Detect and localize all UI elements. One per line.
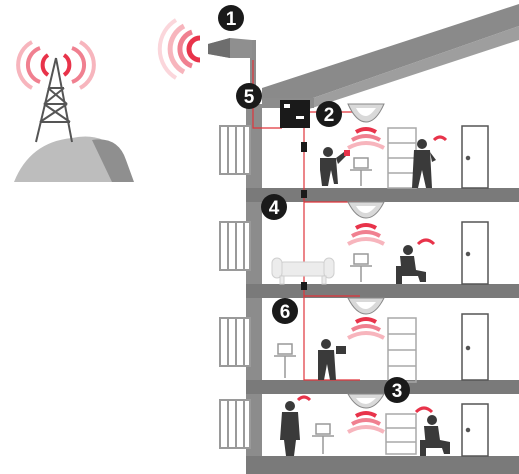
- marker-1: 1: [218, 5, 244, 31]
- window-icon: [219, 125, 251, 175]
- laptop-icon: [350, 157, 372, 186]
- bookshelf-icon: [387, 317, 417, 383]
- indoor-antenna-icon: [347, 297, 385, 340]
- splitter-icon: [301, 142, 307, 290]
- marker-5: 5: [236, 83, 262, 109]
- marker-5-label: 5: [244, 87, 255, 108]
- window-icon: [219, 221, 251, 271]
- bookshelf-icon: [385, 413, 417, 455]
- marker-4: 4: [261, 194, 287, 220]
- indoor-antenna-icon: [347, 393, 385, 434]
- marker-3: 3: [384, 377, 410, 403]
- door-icon: [461, 125, 489, 189]
- marker-2-label: 2: [324, 105, 335, 126]
- marker-4-label: 4: [269, 198, 280, 219]
- laptop-icon: [274, 343, 296, 378]
- sofa-icon: [271, 257, 335, 285]
- balconies: [219, 125, 251, 449]
- door-icon: [461, 221, 489, 285]
- bookshelf-icon: [387, 127, 417, 189]
- laptop-icon: [312, 423, 334, 454]
- marker-1-label: 1: [226, 9, 237, 30]
- booster-unit-icon: [280, 100, 310, 128]
- door-icon: [461, 313, 489, 381]
- marker-6-label: 6: [280, 302, 291, 323]
- marker-6: 6: [272, 298, 298, 324]
- indoor-antenna-icon: [347, 103, 385, 150]
- laptop-icon: [350, 253, 372, 282]
- door-icon: [461, 403, 489, 457]
- person-icon: [280, 395, 312, 456]
- person-icon: [318, 339, 346, 380]
- person-icon: [412, 135, 448, 188]
- person-icon: [396, 238, 436, 284]
- cell-tower-icon: [14, 40, 134, 182]
- marker-3-label: 3: [392, 381, 403, 402]
- window-icon: [219, 399, 251, 449]
- indoor-antenna-icon: [347, 201, 385, 246]
- building: [246, 4, 519, 474]
- tower-signal-left: [16, 40, 50, 90]
- window-icon: [219, 317, 251, 367]
- person-icon: [414, 406, 450, 456]
- marker-2: 2: [316, 101, 342, 127]
- person-icon: [320, 147, 350, 186]
- tower-signal-right: [62, 40, 96, 90]
